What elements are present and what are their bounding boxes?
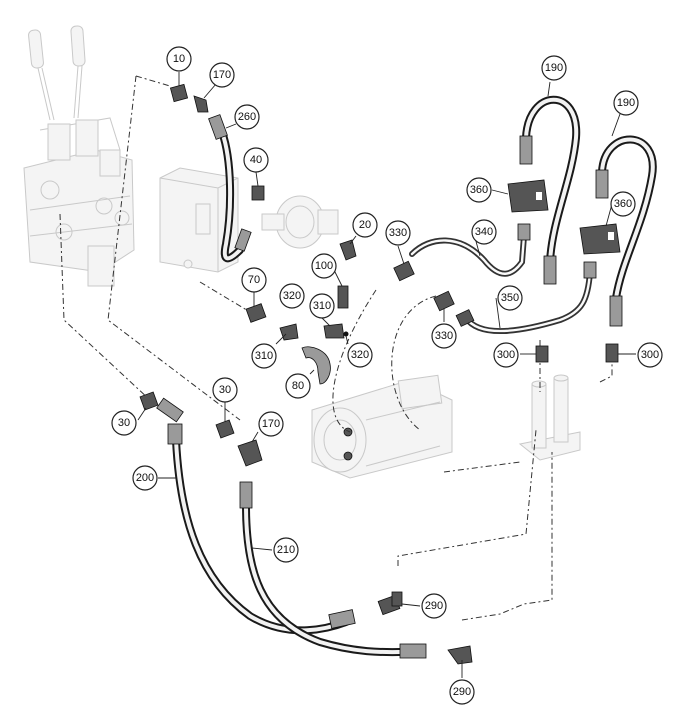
svg-text:40: 40: [250, 154, 262, 166]
svg-text:320: 320: [283, 290, 301, 302]
callout-70: 70: [241, 267, 267, 293]
svg-text:360: 360: [470, 184, 488, 196]
callout-30-left: 30: [111, 410, 137, 436]
svg-text:310: 310: [255, 350, 273, 362]
svg-text:290: 290: [425, 600, 443, 612]
callout-100: 100: [311, 253, 337, 279]
callout-330-top: 330: [385, 220, 411, 246]
callout-10: 10: [166, 46, 192, 72]
svg-text:70: 70: [248, 274, 260, 286]
tube-340: [409, 223, 531, 277]
svg-text:330: 330: [435, 330, 453, 342]
svg-text:300: 300: [641, 349, 659, 361]
svg-text:30: 30: [219, 384, 231, 396]
callout-30-mid: 30: [212, 377, 238, 403]
control-valve-with-levers: [23, 25, 135, 287]
hose-210: [239, 481, 427, 659]
callout-170-bottom: 170: [258, 411, 284, 437]
hose-190-right: [595, 135, 657, 327]
svg-text:290: 290: [453, 686, 471, 698]
svg-text:200: 200: [136, 472, 154, 484]
tube-350: [463, 261, 597, 335]
callout-290-top: 290: [421, 593, 447, 619]
svg-text:170: 170: [262, 418, 280, 430]
svg-text:30: 30: [118, 417, 130, 429]
svg-text:210: 210: [277, 544, 295, 556]
svg-text:330: 330: [389, 227, 407, 239]
gear-pump: [261, 195, 339, 249]
svg-text:190: 190: [617, 97, 635, 109]
callout-190-left: 190: [541, 55, 567, 81]
svg-text:10: 10: [173, 53, 185, 65]
callout-200: 200: [132, 465, 158, 491]
svg-text:100: 100: [315, 260, 333, 272]
svg-text:310: 310: [313, 300, 331, 312]
hose-260: [208, 114, 252, 263]
callout-260: 260: [234, 104, 260, 130]
callout-210: 210: [273, 537, 299, 563]
callout-290-bottom: 290: [449, 679, 475, 705]
hydraulic-motor: [311, 374, 453, 479]
connection-lines: [59, 75, 613, 621]
callout-350: 350: [497, 285, 523, 311]
callout-310-left: 310: [251, 343, 277, 369]
svg-text:300: 300: [497, 349, 515, 361]
svg-text:320: 320: [351, 349, 369, 361]
svg-text:190: 190: [545, 62, 563, 74]
callout-310-right: 310: [309, 293, 335, 319]
svg-text:360: 360: [614, 198, 632, 210]
callout-80: 80: [285, 373, 311, 399]
hose-200: [156, 397, 356, 635]
svg-text:170: 170: [213, 69, 231, 81]
callout-360-right: 360: [610, 191, 636, 217]
svg-text:260: 260: [238, 111, 256, 123]
callout-340: 340: [471, 219, 497, 245]
double-cylinder-stand: [518, 374, 581, 461]
callout-360-left: 360: [466, 177, 492, 203]
svg-text:80: 80: [292, 380, 304, 392]
hose-190-left: [519, 95, 581, 285]
callout-40: 40: [243, 147, 269, 173]
callout-20: 20: [352, 212, 378, 238]
callout-320-left: 320: [279, 283, 305, 309]
callout-300-left: 300: [493, 342, 519, 368]
callout-190-right: 190: [613, 90, 639, 116]
callout-170-top: 170: [209, 62, 235, 88]
svg-text:20: 20: [359, 219, 371, 231]
callout-330-bottom: 330: [431, 323, 457, 349]
callout-300-right: 300: [637, 342, 663, 368]
callout-320-right: 320: [347, 342, 373, 368]
svg-text:350: 350: [501, 292, 519, 304]
svg-text:340: 340: [475, 226, 493, 238]
